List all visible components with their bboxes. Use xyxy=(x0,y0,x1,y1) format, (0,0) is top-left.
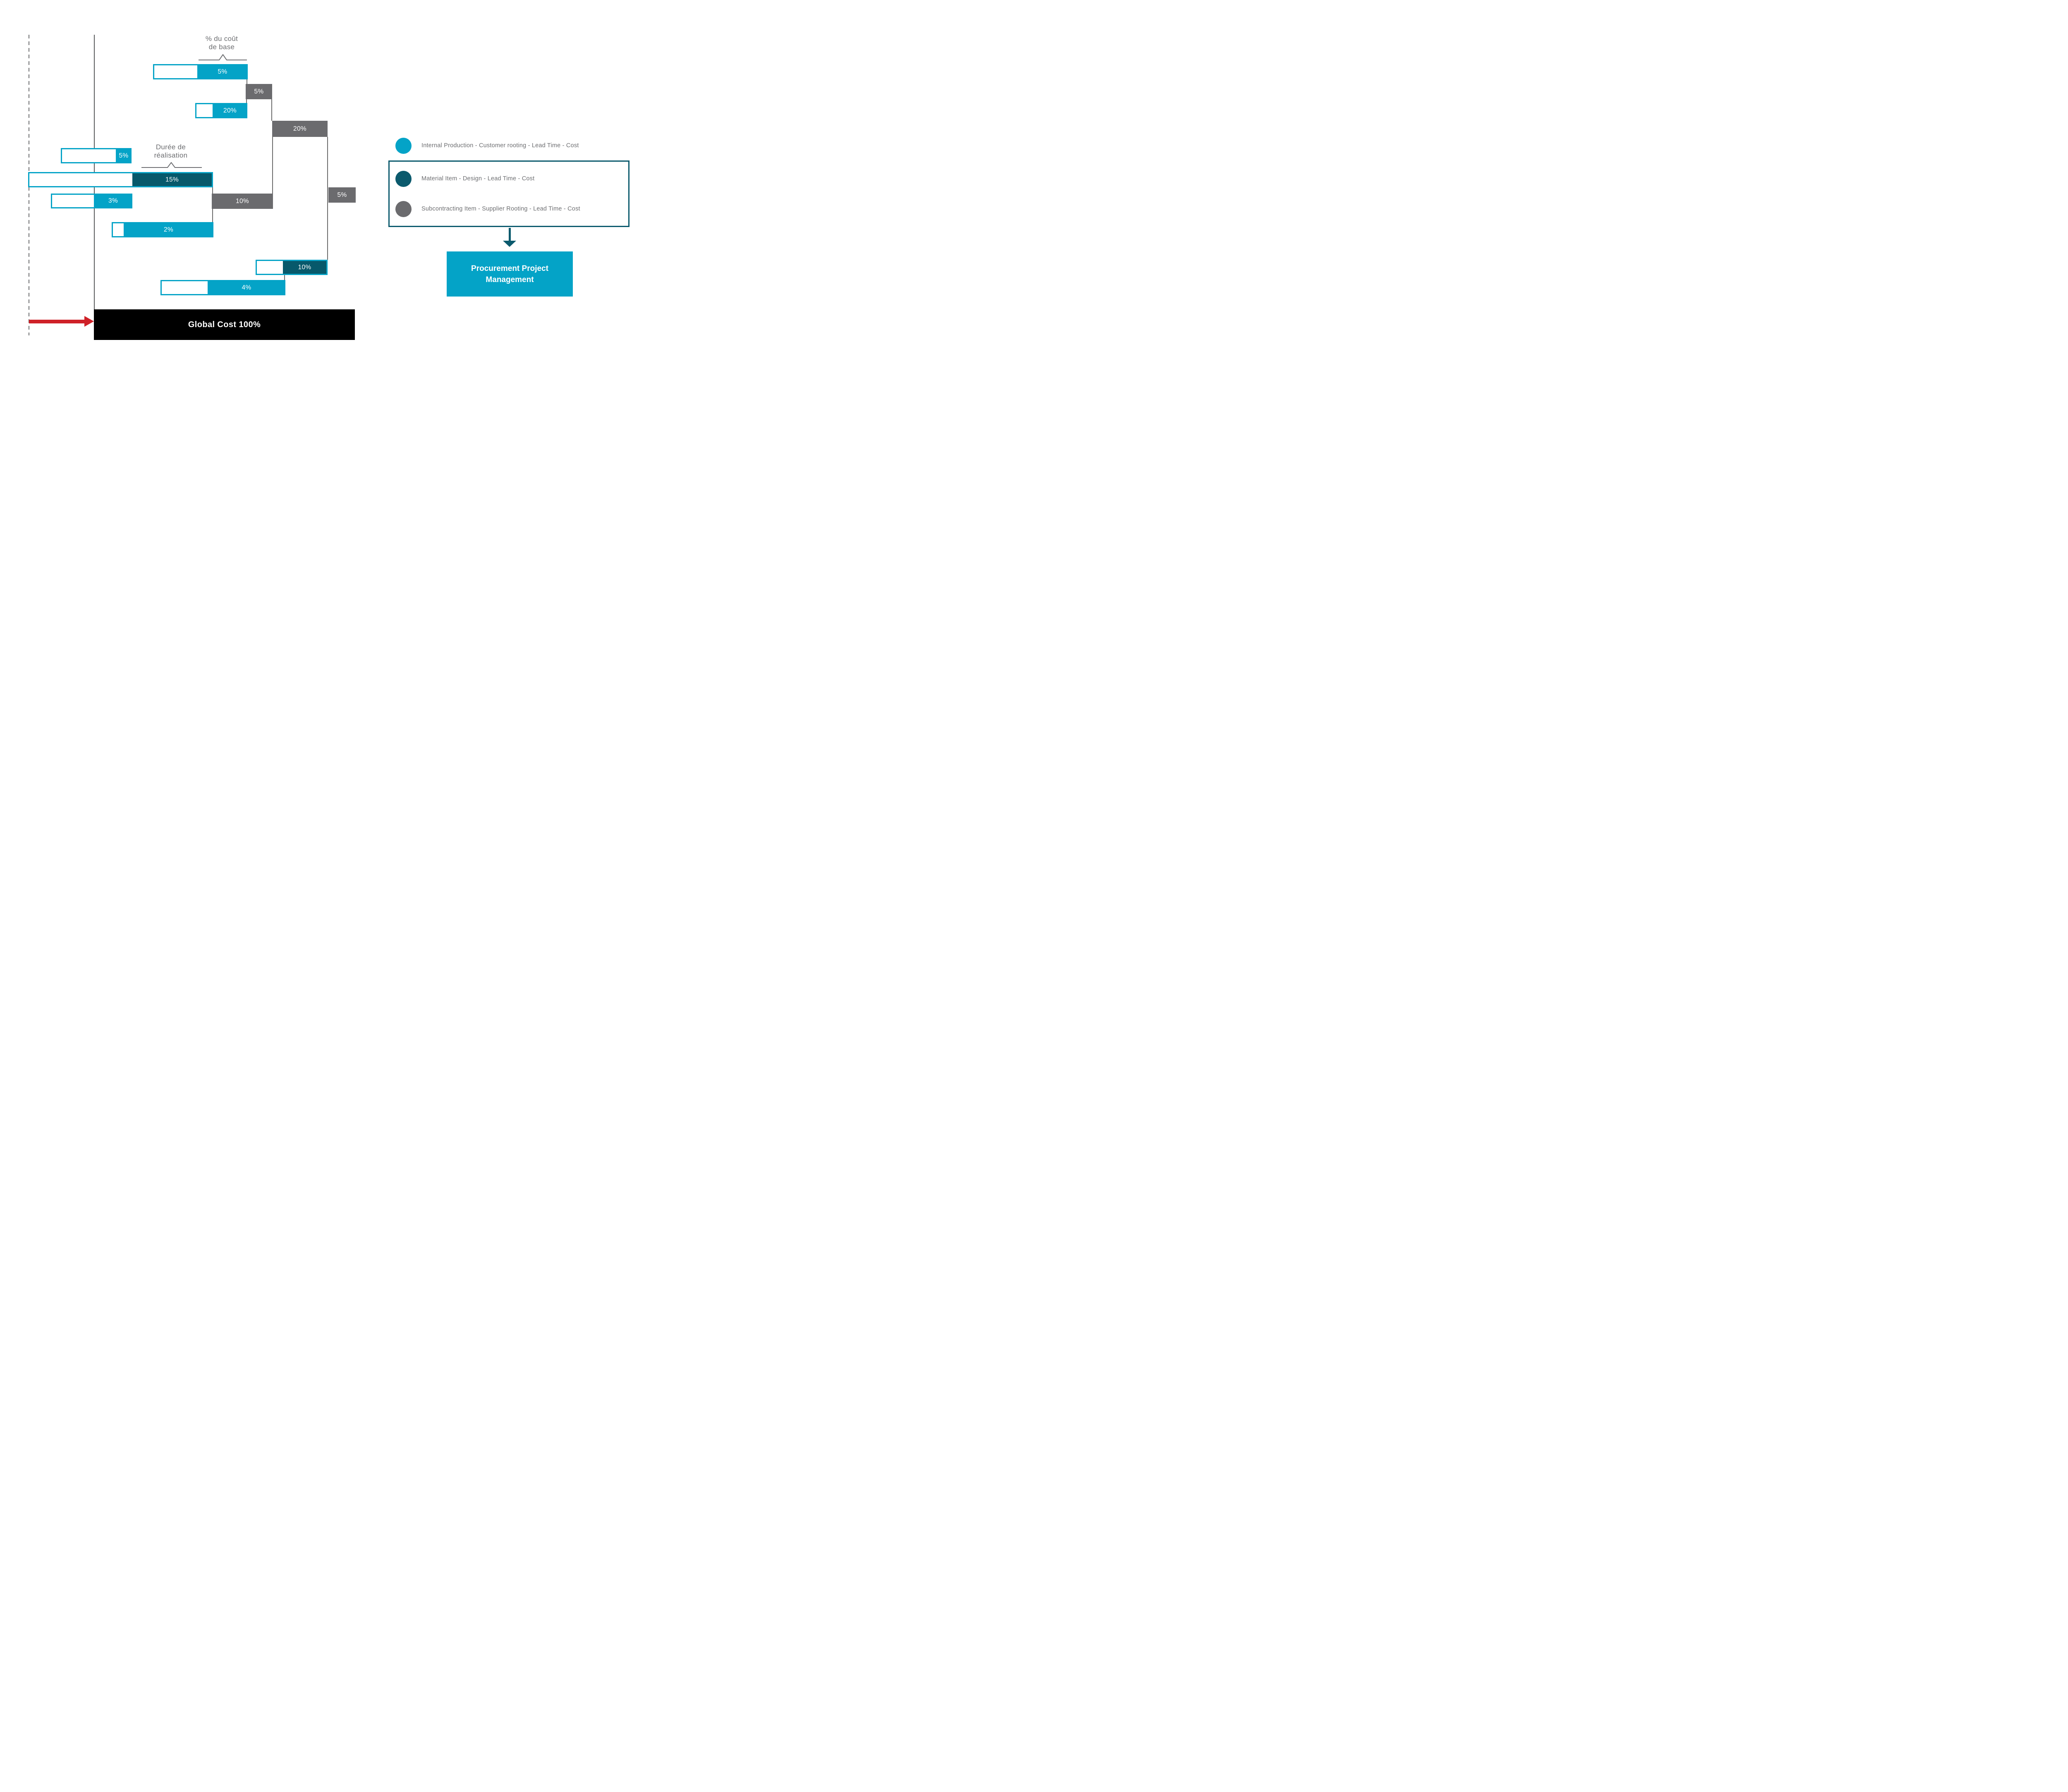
cost-breakdown-diagram: % du coût de base Durée de réalisation 5… xyxy=(0,0,651,359)
red-arrow-shaft xyxy=(29,320,85,323)
cost-share-label-line2: de base xyxy=(208,43,235,51)
lead-time-box xyxy=(52,195,94,207)
lead-time-box xyxy=(196,104,213,117)
lead-time-box xyxy=(162,281,208,294)
duration-bracket xyxy=(141,162,202,168)
lead-time-box xyxy=(113,223,124,236)
bar-value: 3% xyxy=(108,197,118,204)
legend-item-material: Material Item - Design - Lead Time - Cos… xyxy=(395,170,534,187)
cost-share-label: % du coût de base xyxy=(184,35,259,51)
process-box-line2: Management xyxy=(486,275,534,284)
bar-internal-production-4: 4% xyxy=(160,280,285,295)
material-item-dot-icon xyxy=(395,170,412,187)
bar-material-item-15: 15% xyxy=(28,172,213,187)
bar-value: 15% xyxy=(132,173,212,186)
legend-item-label: Internal Production - Customer rooting -… xyxy=(421,142,579,149)
connector-line xyxy=(212,209,213,222)
bar-internal-production-left-5: 5% xyxy=(61,148,132,163)
lead-time-box xyxy=(154,65,197,78)
internal-production-dot-icon xyxy=(395,137,412,154)
connector-line xyxy=(284,275,285,280)
duration-label-line2: réalisation xyxy=(154,151,188,159)
bar-internal-production-top: 5% xyxy=(153,64,248,79)
connector-line xyxy=(212,187,213,194)
global-cost-bar: Global Cost 100% xyxy=(94,309,355,340)
legend-item-internal: Internal Production - Customer rooting -… xyxy=(395,137,579,154)
bar-value: 2% xyxy=(163,226,173,233)
bar-subcontracting-5-right: 5% xyxy=(328,187,356,203)
bar-value: 5% xyxy=(119,152,129,159)
down-arrow-shaft xyxy=(509,228,511,241)
connector-line xyxy=(272,137,273,194)
connector-line xyxy=(271,99,272,121)
global-cost-label: Global Cost 100% xyxy=(188,320,261,329)
process-box-line1: Procurement Project xyxy=(471,264,548,273)
legend-box: Material Item - Design - Lead Time - Cos… xyxy=(388,160,629,227)
bar-internal-production-2: 2% xyxy=(112,222,213,237)
duration-label: Durée de réalisation xyxy=(134,143,208,160)
bar-value: 4% xyxy=(242,284,251,291)
lead-time-box xyxy=(257,261,283,274)
bar-subcontracting-5: 5% xyxy=(246,84,272,99)
red-arrow-head xyxy=(84,316,94,327)
legend-item-label: Material Item - Design - Lead Time - Cos… xyxy=(421,175,535,182)
procurement-project-management-box: Procurement Project Management xyxy=(447,251,573,297)
cost-share-bracket xyxy=(199,54,247,60)
lead-time-box xyxy=(29,173,132,186)
lead-time-box xyxy=(62,149,116,162)
connector-line xyxy=(327,137,328,260)
bar-subcontracting-20: 20% xyxy=(272,121,328,137)
legend-item-subcontracting: Subcontracting Item - Supplier Rooting -… xyxy=(395,201,580,217)
duration-label-line1: Durée de xyxy=(156,143,186,151)
legend-item-label: Subcontracting Item - Supplier Rooting -… xyxy=(421,206,580,212)
down-arrow-head xyxy=(503,241,516,247)
subcontracting-item-dot-icon xyxy=(395,201,412,217)
bar-value: 5% xyxy=(218,68,227,75)
bar-value: 10% xyxy=(236,197,249,205)
bar-value: 10% xyxy=(283,261,326,274)
connector-line xyxy=(246,99,247,103)
bar-value: 20% xyxy=(293,125,306,132)
bar-material-item-10: 10% xyxy=(256,260,328,275)
bar-value: 20% xyxy=(223,107,237,114)
cost-share-label-line1: % du coût xyxy=(205,35,238,43)
bar-value: 5% xyxy=(337,191,347,199)
bar-subcontracting-10: 10% xyxy=(212,194,273,209)
bar-internal-production-3: 3% xyxy=(51,194,132,208)
bar-internal-production-20: 20% xyxy=(195,103,247,118)
bar-value: 5% xyxy=(254,88,264,95)
